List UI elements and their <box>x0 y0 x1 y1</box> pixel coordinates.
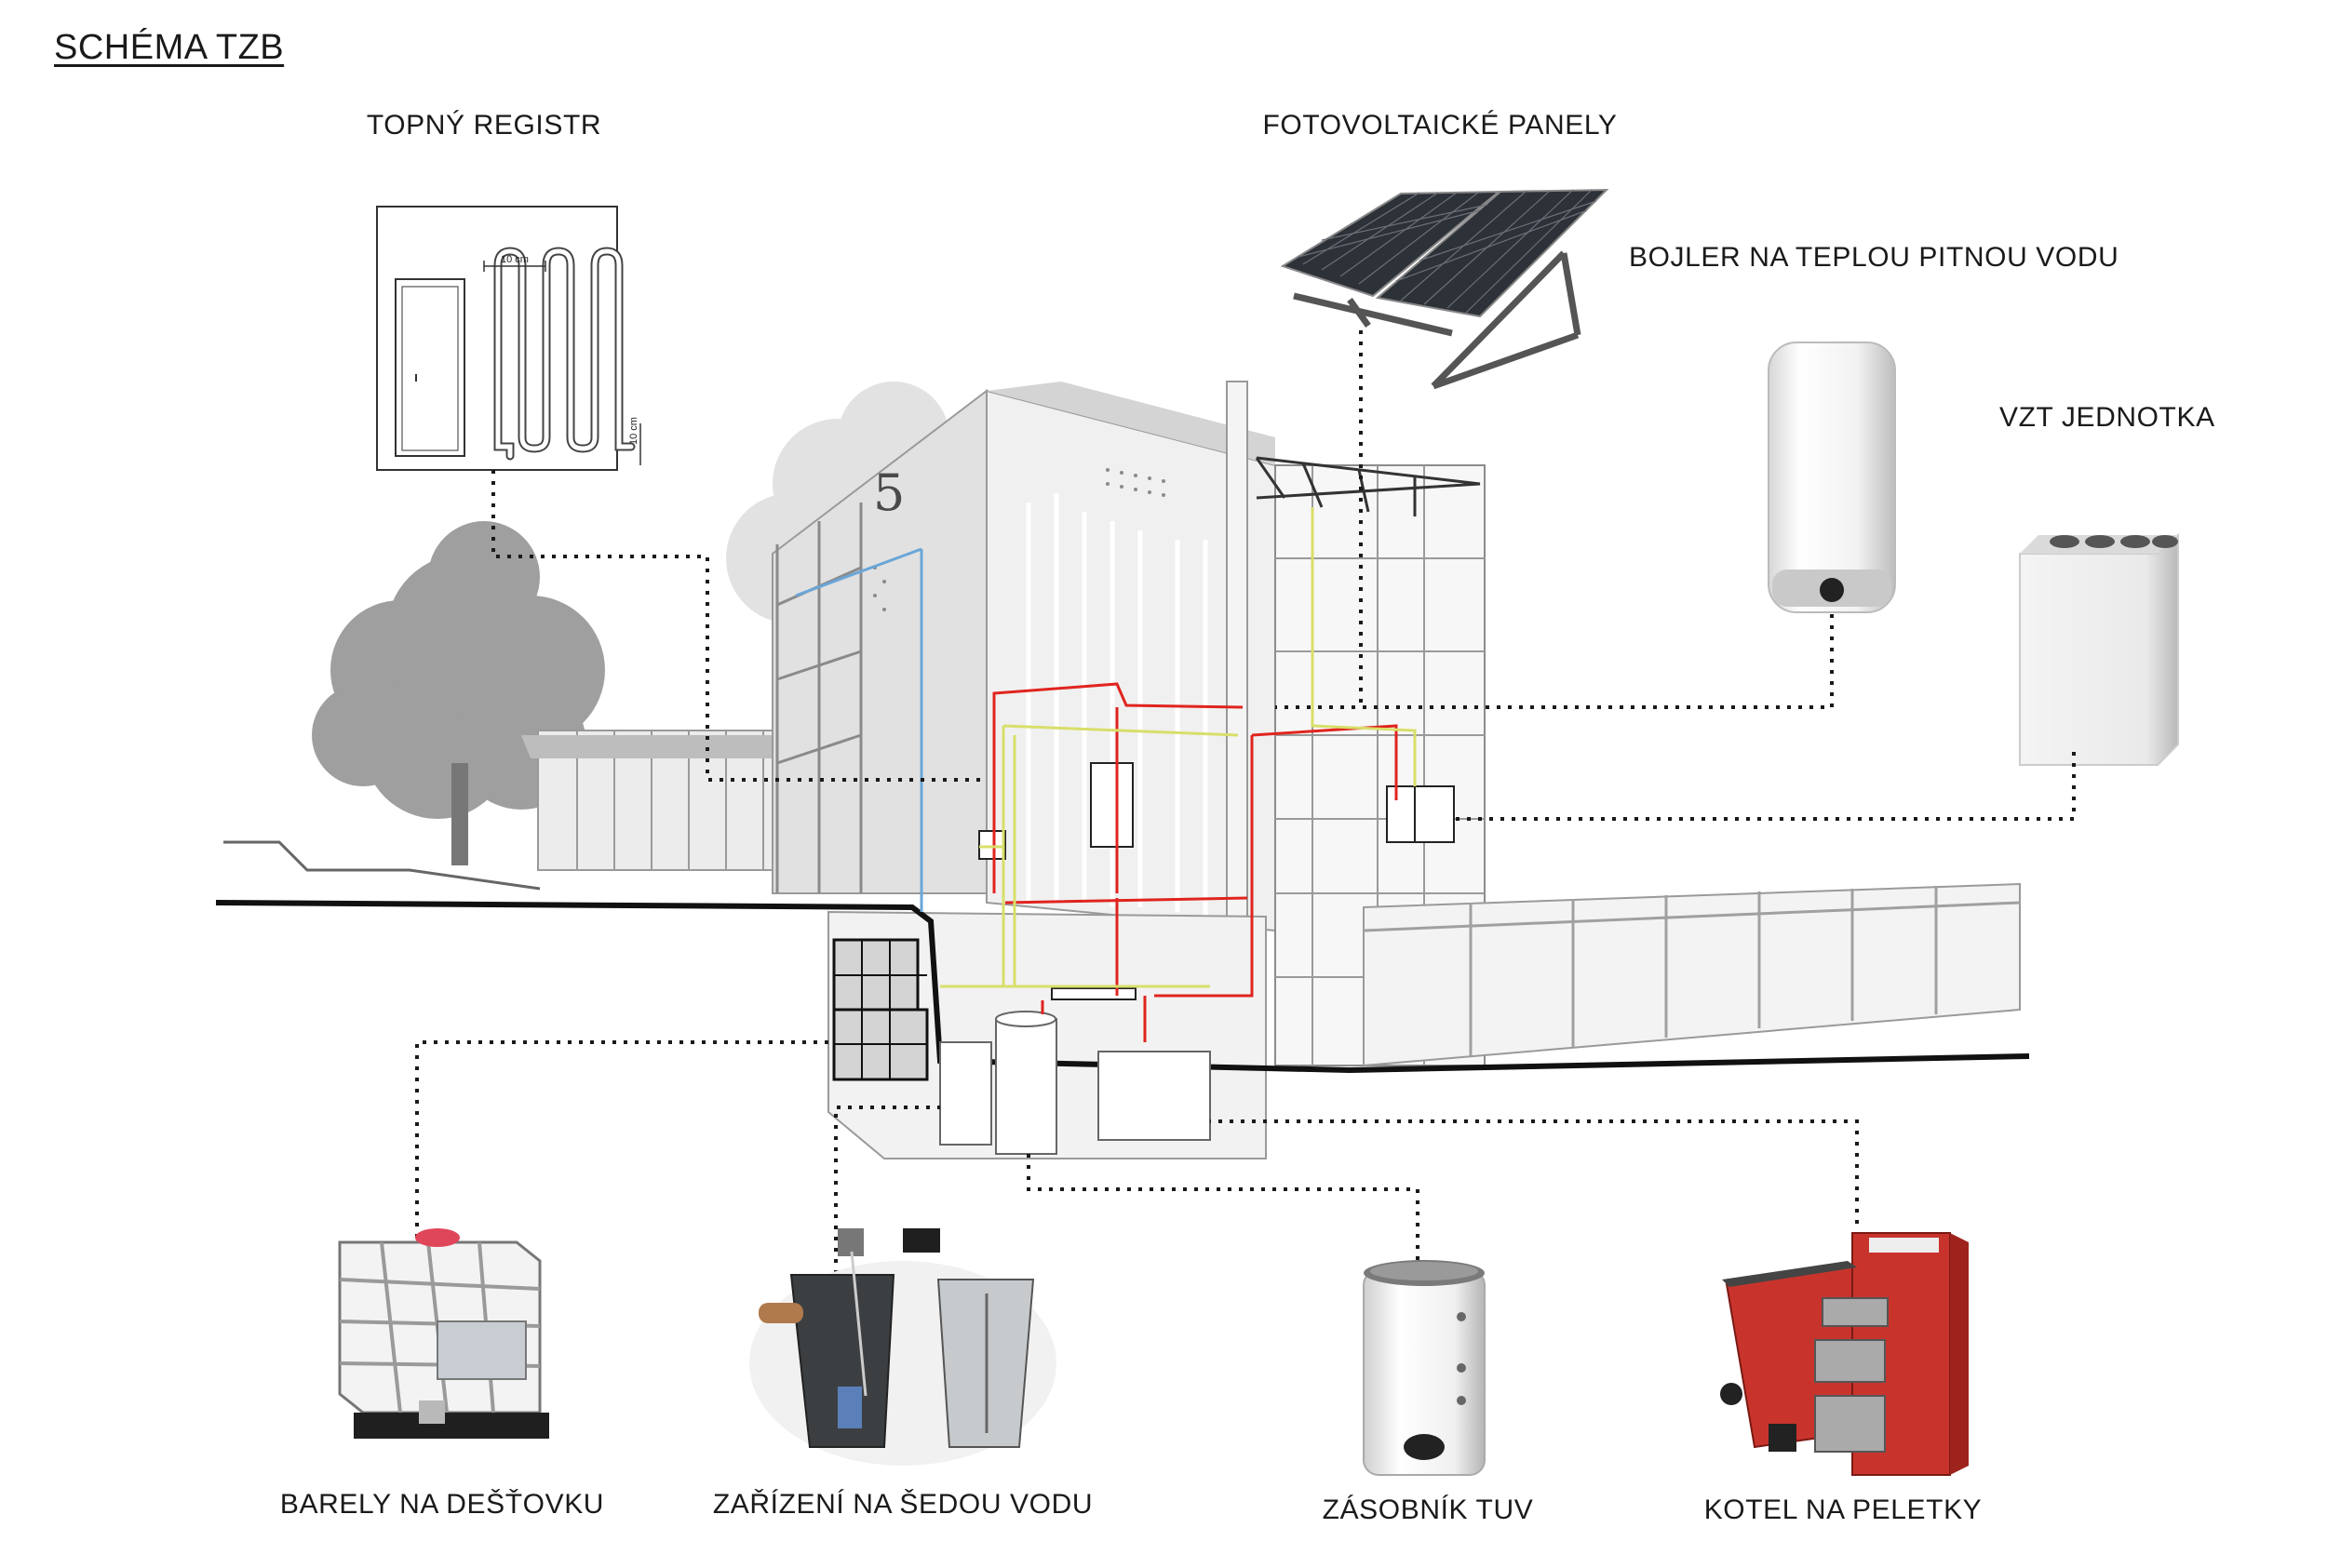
register-spacing-dim: 10 cm <box>501 254 529 265</box>
building-number: 5 <box>873 463 905 522</box>
label-heating-register: TOPNÝ REGISTR <box>366 110 602 141</box>
heating-pipe <box>992 682 1398 1042</box>
label-rain-barrels: BARELY NA DEŠŤOVKU <box>279 1489 605 1520</box>
electric-boiler-illustration <box>1768 342 1896 613</box>
tech-box-1 <box>1090 762 1134 848</box>
greywater-system-illustration <box>749 1228 1056 1466</box>
heating-register-drawing: 10 cm 10 cm <box>376 206 641 471</box>
diagram-title: SCHÉMA TZB <box>54 28 285 67</box>
register-bottom-dim: 10 cm <box>628 417 639 445</box>
hrv-unit-illustration <box>2019 532 2179 766</box>
building-section: 5 <box>215 381 2030 1159</box>
tech-box-4 <box>1051 987 1137 1000</box>
water-pipe <box>795 547 923 912</box>
label-hrv-unit: VZT JEDNOTKA <box>1999 402 2215 433</box>
ibc-rain-tank-illustration <box>338 1228 549 1439</box>
tech-box-2 <box>978 830 1006 860</box>
dhw-storage-tank-illustration <box>1363 1260 1486 1476</box>
label-boiler: BOJLER NA TEPLOU PITNOU VODU <box>1629 242 2119 273</box>
label-pellet-boiler: KOTEL NA PELETKY <box>1703 1494 1983 1525</box>
label-dhw-tank: ZÁSOBNÍK TUV <box>1322 1494 1534 1525</box>
pipe-network <box>795 507 1417 1042</box>
leader-lines <box>415 330 2076 1363</box>
label-pv-panels: FOTOVOLTAICKÉ PANELY <box>1262 110 1618 141</box>
pv-panels-illustration <box>1280 188 1609 390</box>
solar-pipe <box>940 507 1417 988</box>
pellet-boiler-illustration <box>1720 1232 1969 1476</box>
label-greywater: ZAŘÍZENÍ NA ŠEDOU VODU <box>712 1489 1094 1520</box>
tech-box-3 <box>1386 785 1455 843</box>
